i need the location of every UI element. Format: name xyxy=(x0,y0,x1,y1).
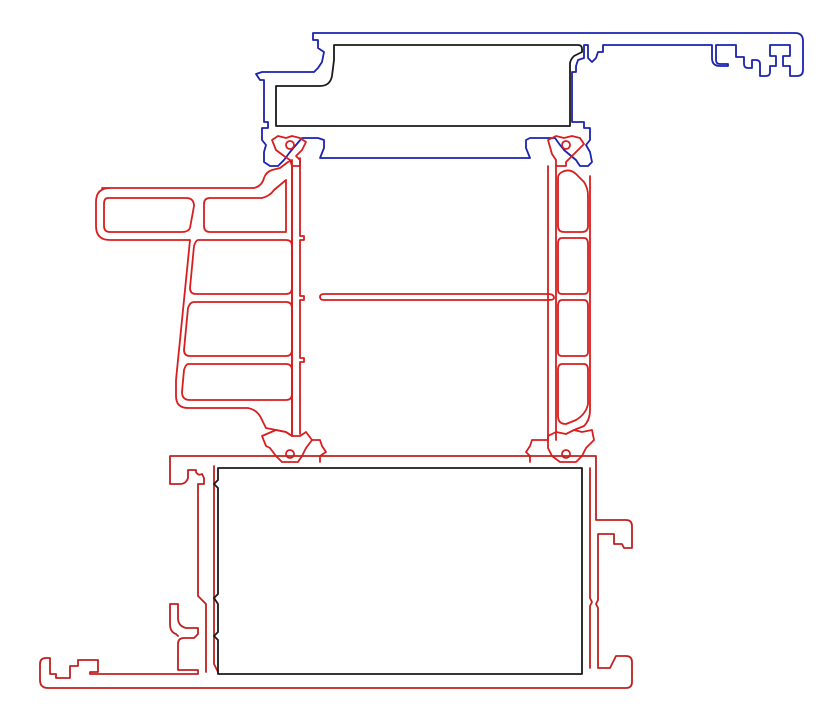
frame-left-spine xyxy=(299,157,305,435)
sash-left-inner xyxy=(213,465,219,673)
frame-chamber-1 xyxy=(103,197,195,233)
sash-frame-profile xyxy=(39,455,633,689)
top-insert-outline xyxy=(275,44,583,127)
frame-chamber-3 xyxy=(189,239,293,295)
frame-chamber-2 xyxy=(203,179,287,233)
glazing-bead-outline xyxy=(255,32,804,167)
thermal-break-top-right-hole xyxy=(561,140,571,150)
glazing-bead-profile xyxy=(255,32,804,167)
frame-right-chamber-2 xyxy=(557,237,589,295)
thermal-break-bottom-left-hole xyxy=(285,449,295,459)
frame-chamber-4 xyxy=(183,301,293,357)
frame-right-chamber-1 xyxy=(557,169,589,233)
frame-right-column-outer xyxy=(555,165,591,441)
bottom-insert-outline xyxy=(213,467,583,675)
sash-right-inner xyxy=(589,467,593,669)
thermal-break-bottom-right xyxy=(547,429,595,463)
thermal-break-bottom-left xyxy=(261,429,313,463)
frame-left-extension xyxy=(95,159,293,437)
thermal-break-top-left xyxy=(271,135,307,167)
thermal-break-bottom-right-hole xyxy=(561,449,571,459)
thermal-break-top-right xyxy=(547,135,585,167)
sash-frame-outline xyxy=(39,455,633,689)
thermal-frame-profile xyxy=(95,135,595,463)
frame-center-web xyxy=(319,293,555,301)
frame-right-chamber-3 xyxy=(557,299,589,357)
thermal-break-top-left-hole xyxy=(285,140,295,150)
top-thermal-insert xyxy=(275,44,583,127)
frame-bottom-bar xyxy=(311,439,549,463)
frame-chamber-5 xyxy=(181,363,293,401)
frame-right-chamber-4 xyxy=(557,363,589,425)
bottom-thermal-insert xyxy=(213,467,583,675)
